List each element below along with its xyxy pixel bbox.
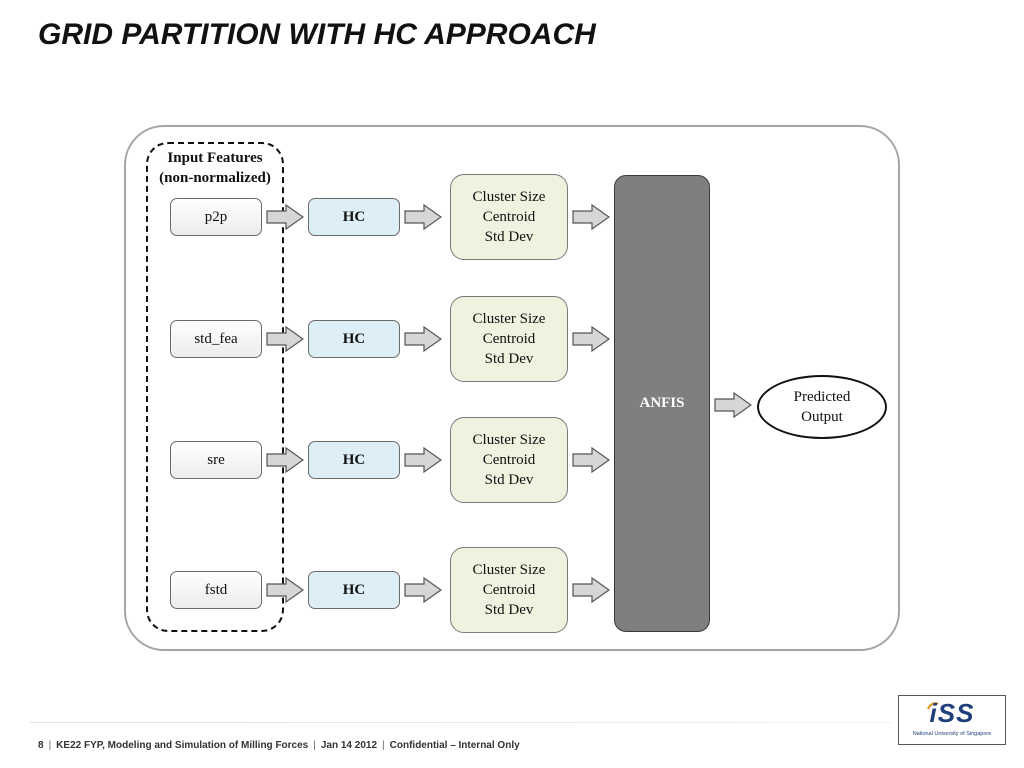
logo-mark: iSS (929, 698, 975, 728)
feature-node-p2p: p2p (170, 198, 262, 236)
hc-node-4: HC (308, 571, 400, 609)
footer-separator: | (382, 740, 385, 751)
footer-course: KE22 FYP, Modeling and Simulation of Mil… (56, 740, 309, 751)
footer-date: Jan 14 2012 (320, 740, 378, 751)
cluster-stats-node-4: Cluster Size Centroid Std Dev (450, 547, 568, 633)
output-label-line2: Output (801, 409, 843, 425)
stats-centroid: Centroid (482, 331, 536, 347)
input-features-title-line2: (non-normalized) (159, 170, 271, 186)
footer-separator: | (313, 740, 316, 751)
anfis-block: ANFIS (614, 175, 710, 632)
footer-divider (30, 722, 892, 723)
arrow-anfis-to-output (714, 392, 752, 418)
predicted-output-node: Predicted Output (757, 375, 887, 439)
logo-subtitle: National University of Singapore (912, 731, 992, 737)
stats-centroid: Centroid (482, 452, 536, 468)
hc-node-2: HC (308, 320, 400, 358)
stats-centroid: Centroid (482, 582, 536, 598)
arrow-stats-to-anfis-2 (572, 326, 610, 352)
slide-footer: 8 | KE22 FYP, Modeling and Simulation of M… (38, 740, 520, 751)
arrow-stats-to-anfis-3 (572, 447, 610, 473)
arrow-hc-to-stats-3 (404, 447, 442, 473)
hc-node-3: HC (308, 441, 400, 479)
input-features-title: Input Features (non-normalized) (146, 148, 284, 188)
arrow-hc-to-stats-4 (404, 577, 442, 603)
arrow-feature-to-hc-3 (266, 447, 304, 473)
logo-swoosh-icon (927, 702, 939, 710)
input-features-title-line1: Input Features (167, 150, 263, 166)
cluster-stats-node-2: Cluster Size Centroid Std Dev (450, 296, 568, 382)
feature-node-sre: sre (170, 441, 262, 479)
footer-separator: | (48, 740, 52, 751)
stats-cluster-size: Cluster Size (472, 311, 546, 327)
stats-std-dev: Std Dev (484, 229, 534, 245)
arrow-hc-to-stats-2 (404, 326, 442, 352)
arrow-hc-to-stats-1 (404, 204, 442, 230)
stats-std-dev: Std Dev (484, 472, 534, 488)
stats-cluster-size: Cluster Size (472, 432, 546, 448)
feature-node-fstd: fstd (170, 571, 262, 609)
cluster-stats-node-1: Cluster Size Centroid Std Dev (450, 174, 568, 260)
stats-std-dev: Std Dev (484, 602, 534, 618)
arrow-feature-to-hc-1 (266, 204, 304, 230)
slide-title: GRID PARTITION WITH HC APPROACH (38, 18, 596, 51)
cluster-stats-node-3: Cluster Size Centroid Std Dev (450, 417, 568, 503)
footer-classification: Confidential – Internal Only (389, 740, 520, 751)
arrow-feature-to-hc-2 (266, 326, 304, 352)
footer-page-number: 8 (38, 740, 44, 751)
input-features-group (146, 142, 284, 632)
stats-std-dev: Std Dev (484, 351, 534, 367)
arrow-stats-to-anfis-4 (572, 577, 610, 603)
arrow-feature-to-hc-4 (266, 577, 304, 603)
feature-node-std-fea: std_fea (170, 320, 262, 358)
output-label-line1: Predicted (793, 389, 851, 405)
stats-cluster-size: Cluster Size (472, 189, 546, 205)
hc-node-1: HC (308, 198, 400, 236)
arrow-stats-to-anfis-1 (572, 204, 610, 230)
iss-logo: iSS National University of Singapore (898, 695, 1006, 745)
stats-cluster-size: Cluster Size (472, 562, 546, 578)
stats-centroid: Centroid (482, 209, 536, 225)
